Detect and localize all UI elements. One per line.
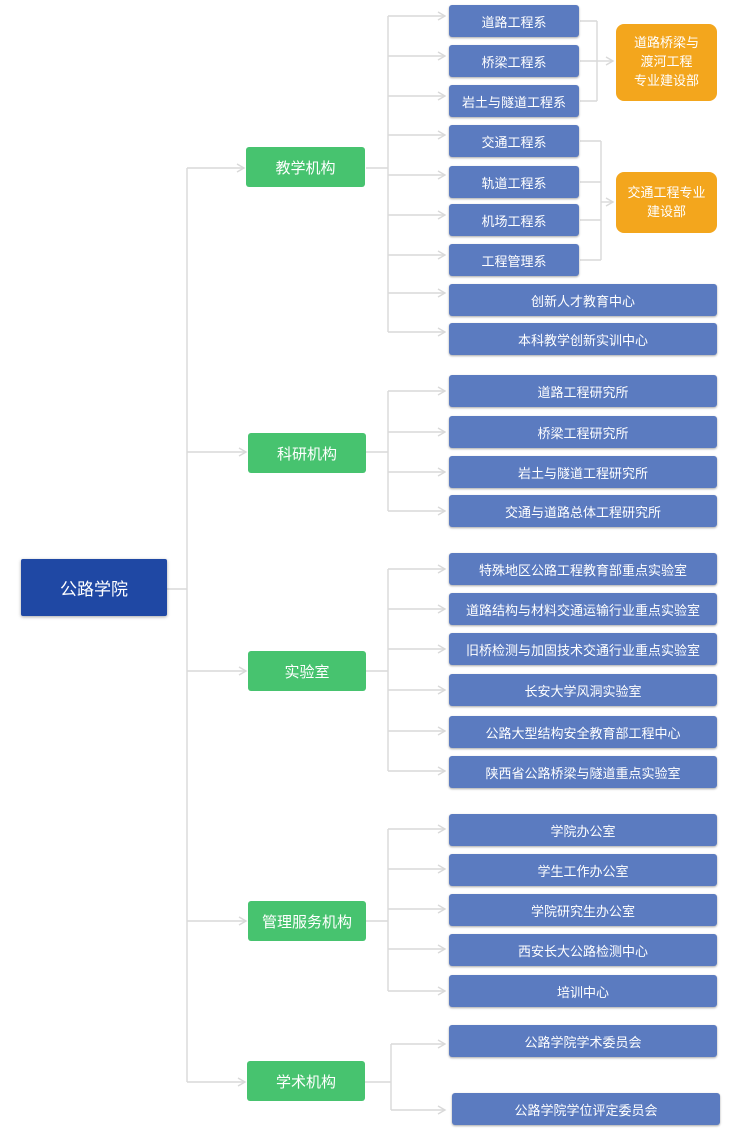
category-arrow: [238, 666, 248, 676]
root-node: 公路学院: [21, 559, 167, 616]
child-arrow: [437, 327, 447, 337]
center-highway-structure-safety: 公路大型结构安全教育部工程中心: [449, 716, 717, 748]
child-arrow: [437, 1105, 447, 1115]
center-training: 培训中心: [449, 975, 717, 1007]
category-labs: 实验室: [248, 651, 366, 691]
category-arrow: [237, 1077, 247, 1087]
child-arrow: [437, 130, 447, 140]
category-research: 科研机构: [248, 433, 366, 473]
child-arrow: [437, 564, 447, 574]
category-arrow: [236, 163, 246, 173]
category-admin: 管理服务机构: [248, 901, 366, 941]
child-arrow: [437, 944, 447, 954]
child-arrow: [437, 91, 447, 101]
category-arrow: [238, 447, 248, 457]
child-arrow: [437, 1039, 447, 1049]
group-traffic-program: 交通工程专业 建设部: [616, 172, 717, 233]
committee-degree: 公路学院学位评定委员会: [452, 1093, 720, 1125]
center-highway-testing: 西安长大公路检测中心: [449, 934, 717, 966]
institute-geotech-tunnel: 岩土与隧道工程研究所: [449, 456, 717, 488]
child-arrow: [437, 766, 447, 776]
child-arrow: [437, 685, 447, 695]
institute-bridge: 桥梁工程研究所: [449, 416, 717, 448]
lab-shaanxi-bridge-tunnel: 陕西省公路桥梁与隧道重点实验室: [449, 756, 717, 788]
dept-bridge-engineering: 桥梁工程系: [449, 45, 579, 77]
child-arrow: [437, 11, 447, 21]
child-arrow: [437, 288, 447, 298]
child-arrow: [437, 726, 447, 736]
category-teaching: 教学机构: [246, 147, 365, 187]
child-arrow: [437, 250, 447, 260]
institute-road: 道路工程研究所: [449, 375, 717, 407]
lab-wind-tunnel: 长安大学风洞实验室: [449, 674, 717, 706]
lab-special-region-road: 特殊地区公路工程教育部重点实验室: [449, 553, 717, 585]
child-arrow: [437, 864, 447, 874]
dept-airport-engineering: 机场工程系: [449, 204, 579, 236]
category-arrow: [238, 916, 248, 926]
child-arrow: [437, 506, 447, 516]
dept-road-engineering: 道路工程系: [449, 5, 579, 37]
child-arrow: [437, 427, 447, 437]
child-arrow: [437, 986, 447, 996]
child-arrow: [437, 51, 447, 61]
category-academic: 学术机构: [247, 1061, 365, 1101]
child-arrow: [437, 904, 447, 914]
dept-engineering-management: 工程管理系: [449, 244, 579, 276]
center-innovative-talent: 创新人才教育中心: [449, 284, 717, 316]
child-arrow: [437, 644, 447, 654]
child-arrow: [437, 824, 447, 834]
institute-traffic-road: 交通与道路总体工程研究所: [449, 495, 717, 527]
dept-traffic-engineering: 交通工程系: [449, 125, 579, 157]
child-arrow: [437, 210, 447, 220]
dept-rail-engineering: 轨道工程系: [449, 166, 579, 198]
group-arrow: [605, 56, 615, 66]
child-arrow: [437, 170, 447, 180]
group-road-bridge-program: 道路桥梁与 渡河工程 专业建设部: [616, 24, 717, 101]
committee-academic: 公路学院学术委员会: [449, 1025, 717, 1057]
dept-geotech-tunnel: 岩土与隧道工程系: [449, 85, 579, 117]
child-arrow: [437, 386, 447, 396]
child-arrow: [437, 604, 447, 614]
lab-road-structure-materials: 道路结构与材料交通运输行业重点实验室: [449, 593, 717, 625]
office-graduate: 学院研究生办公室: [449, 894, 717, 926]
group-arrow: [605, 197, 615, 207]
office-college: 学院办公室: [449, 814, 717, 846]
child-arrow: [437, 467, 447, 477]
office-student-affairs: 学生工作办公室: [449, 854, 717, 886]
center-undergrad-training: 本科教学创新实训中心: [449, 323, 717, 355]
lab-bridge-inspection: 旧桥检测与加固技术交通行业重点实验室: [449, 633, 717, 665]
